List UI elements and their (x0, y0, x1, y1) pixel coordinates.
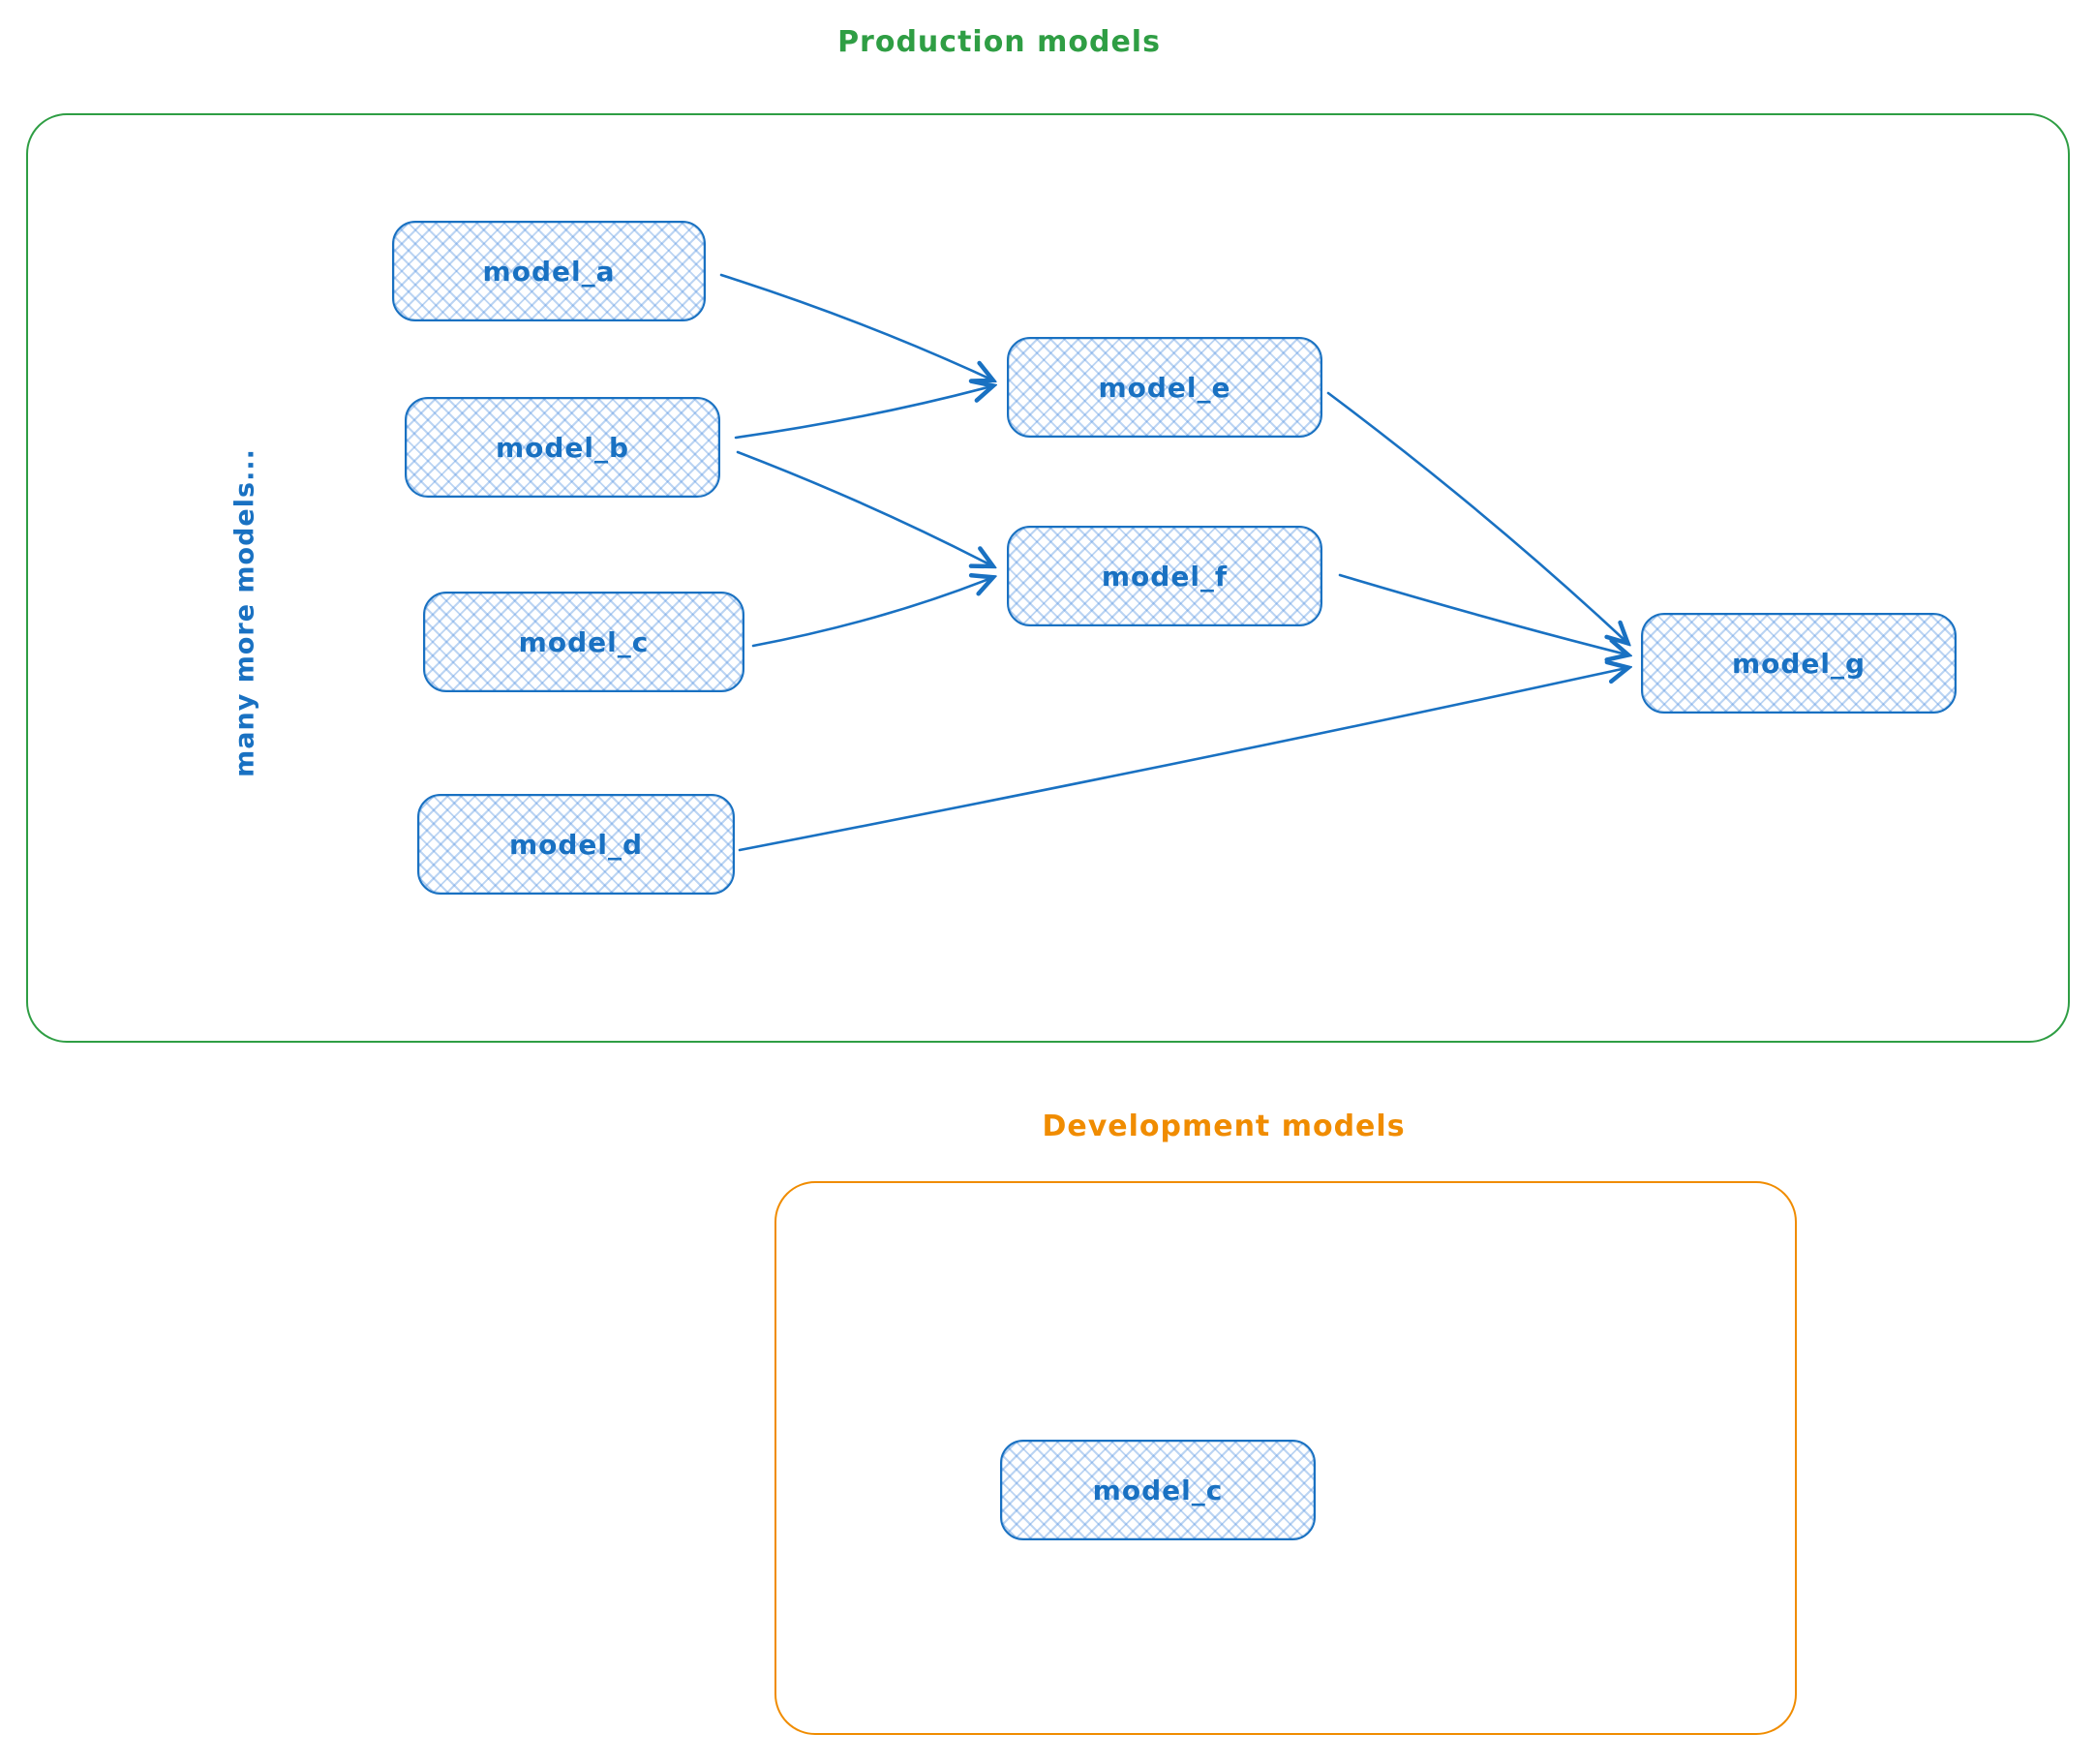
node-model-f: model_f (1007, 526, 1322, 626)
node-model-a: model_a (392, 221, 706, 321)
node-model-c: model_c (423, 592, 744, 692)
production-container (26, 113, 2070, 1043)
development-section-title: Development models (1042, 1110, 1406, 1143)
node-label: model_a (482, 255, 616, 288)
many-more-models-note: many more models... (229, 448, 260, 777)
node-label: model_g (1731, 647, 1867, 680)
node-label: model_d (508, 828, 644, 861)
node-model-b: model_b (405, 397, 720, 498)
node-model-d: model_d (417, 794, 735, 895)
node-model-c-dev: model_c (1000, 1440, 1316, 1540)
node-label: model_c (518, 625, 650, 658)
node-label: model_c (1092, 1474, 1224, 1506)
node-label: model_e (1098, 371, 1231, 404)
node-model-g: model_g (1641, 613, 1957, 714)
production-section-title: Production models (837, 25, 1161, 59)
development-container (774, 1181, 1797, 1735)
node-label: model_b (495, 431, 630, 464)
node-label: model_f (1101, 560, 1229, 593)
node-model-e: model_e (1007, 337, 1322, 438)
